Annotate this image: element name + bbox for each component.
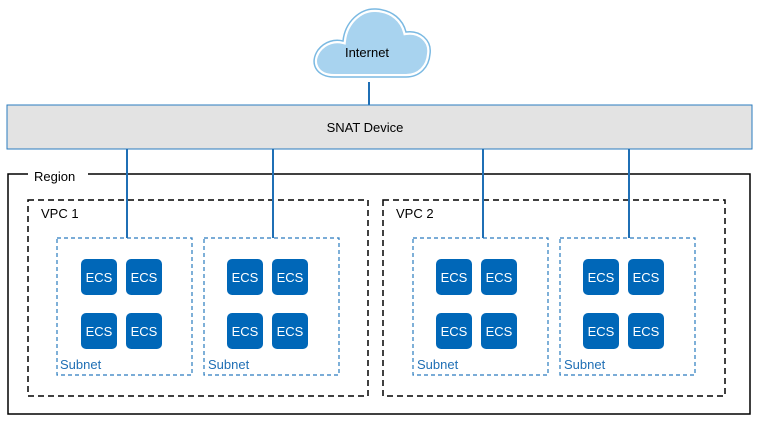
svg-text:ECS: ECS: [131, 324, 158, 339]
vpc-box: [382, 199, 726, 397]
vpc-2: VPC 2 Subnet ECS ECS ECS ECS Subnet ECS …: [382, 199, 726, 397]
svg-text:ECS: ECS: [441, 270, 468, 285]
ecs-instance: ECS: [436, 313, 472, 349]
ecs-instance: ECS: [436, 259, 472, 295]
svg-text:ECS: ECS: [633, 324, 660, 339]
svg-text:ECS: ECS: [277, 270, 304, 285]
svg-text:ECS: ECS: [131, 270, 158, 285]
ecs-instance: ECS: [583, 259, 619, 295]
svg-text:ECS: ECS: [441, 324, 468, 339]
ecs-instance: ECS: [126, 313, 162, 349]
svg-text:ECS: ECS: [588, 324, 615, 339]
subnet: Subnet ECS ECS ECS ECS: [559, 237, 696, 376]
ecs-instance: ECS: [227, 313, 263, 349]
subnet-box: [559, 237, 696, 376]
vpc-label: VPC 2: [396, 206, 434, 221]
ecs-instance: ECS: [481, 313, 517, 349]
ecs-instance: ECS: [628, 313, 664, 349]
snat-device-label: SNAT Device: [327, 120, 404, 135]
ecs-instance: ECS: [583, 313, 619, 349]
ecs-instance: ECS: [628, 259, 664, 295]
subnet-label: Subnet: [60, 357, 102, 372]
subnet-box: [56, 237, 193, 376]
region: Region: [7, 166, 751, 415]
internet-cloud: Internet: [311, 6, 434, 80]
subnet-label: Subnet: [208, 357, 250, 372]
snat-device-box: [6, 104, 753, 150]
svg-text:ECS: ECS: [277, 324, 304, 339]
subnet-box: [412, 237, 549, 376]
subnet-box: [203, 237, 340, 376]
svg-text:ECS: ECS: [232, 324, 259, 339]
ecs-instance: ECS: [272, 313, 308, 349]
subnet-label: Subnet: [564, 357, 606, 372]
ecs-instance: ECS: [272, 259, 308, 295]
svg-text:ECS: ECS: [588, 270, 615, 285]
region-box: [7, 173, 751, 415]
vpc-1: VPC 1 Subnet ECS ECS ECS ECS Subnet ECS …: [27, 199, 369, 397]
subnet: Subnet ECS ECS ECS ECS: [56, 237, 193, 376]
ecs-instance: ECS: [81, 259, 117, 295]
ecs-instance: ECS: [481, 259, 517, 295]
svg-text:ECS: ECS: [633, 270, 660, 285]
svg-text:ECS: ECS: [486, 324, 513, 339]
svg-text:ECS: ECS: [486, 270, 513, 285]
ecs-instance: ECS: [227, 259, 263, 295]
vpc-label: VPC 1: [41, 206, 79, 221]
vpc-box: [27, 199, 369, 397]
snat-device: SNAT Device: [6, 104, 753, 150]
svg-text:ECS: ECS: [86, 324, 113, 339]
svg-text:ECS: ECS: [232, 270, 259, 285]
region-label: Region: [34, 169, 75, 184]
subnet-label: Subnet: [417, 357, 459, 372]
svg-text:ECS: ECS: [86, 270, 113, 285]
ecs-instance: ECS: [81, 313, 117, 349]
ecs-instance: ECS: [126, 259, 162, 295]
snat-links: [126, 149, 630, 238]
cloud-icon: [311, 6, 434, 80]
subnet: Subnet ECS ECS ECS ECS: [203, 237, 340, 376]
subnet: Subnet ECS ECS ECS ECS: [412, 237, 549, 376]
internet-label: Internet: [345, 45, 389, 60]
